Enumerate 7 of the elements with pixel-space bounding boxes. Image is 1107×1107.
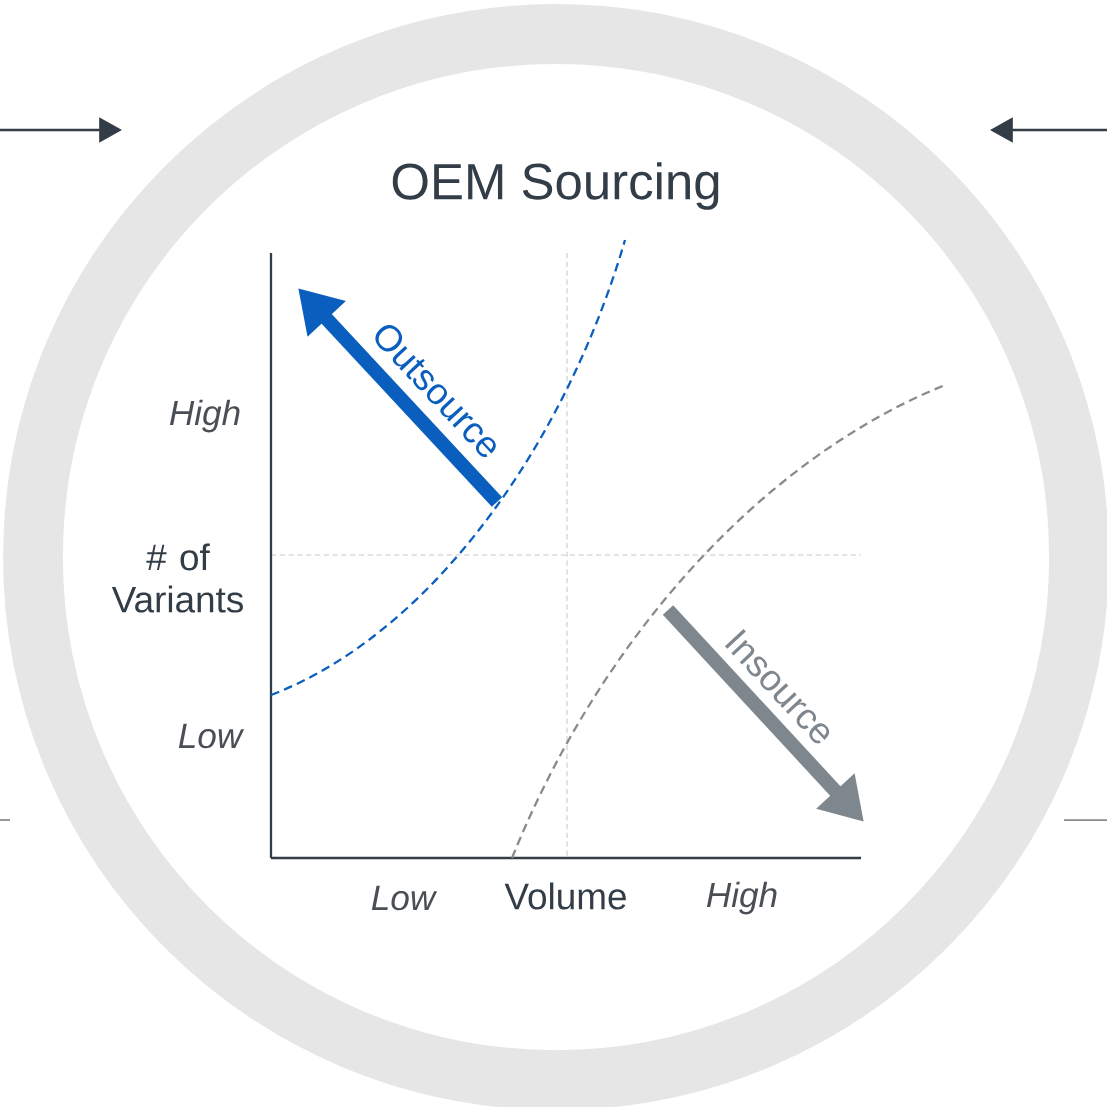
tick-label: Low [178, 723, 245, 749]
title: OEM Sourcing [392, 162, 719, 210]
tick-label: High [169, 399, 240, 433]
axis-label: # of Variants [111, 543, 243, 613]
tick-label: High [706, 881, 777, 915]
tick-label: Low [371, 885, 438, 911]
axis-label: Volume [504, 882, 626, 910]
